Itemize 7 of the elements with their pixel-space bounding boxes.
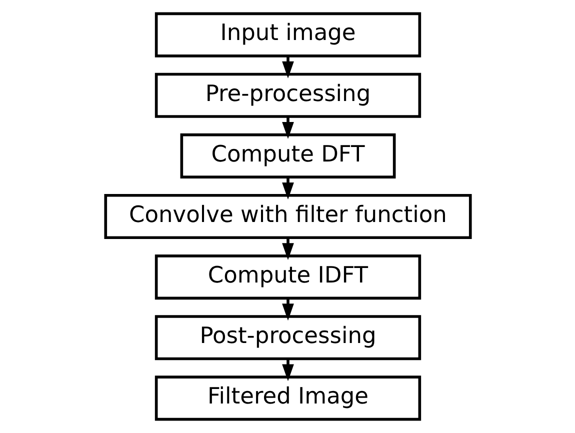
node-box: Filtered Image [154,376,421,421]
node-box: Pre-processing [154,72,421,118]
node-box: Post-processing [154,315,421,360]
node-box: Convolve with filter function [104,194,472,240]
node-box: Compute DFT [180,133,396,178]
node-box: Input image [154,12,421,58]
node-box: Compute IDFT [154,254,421,300]
